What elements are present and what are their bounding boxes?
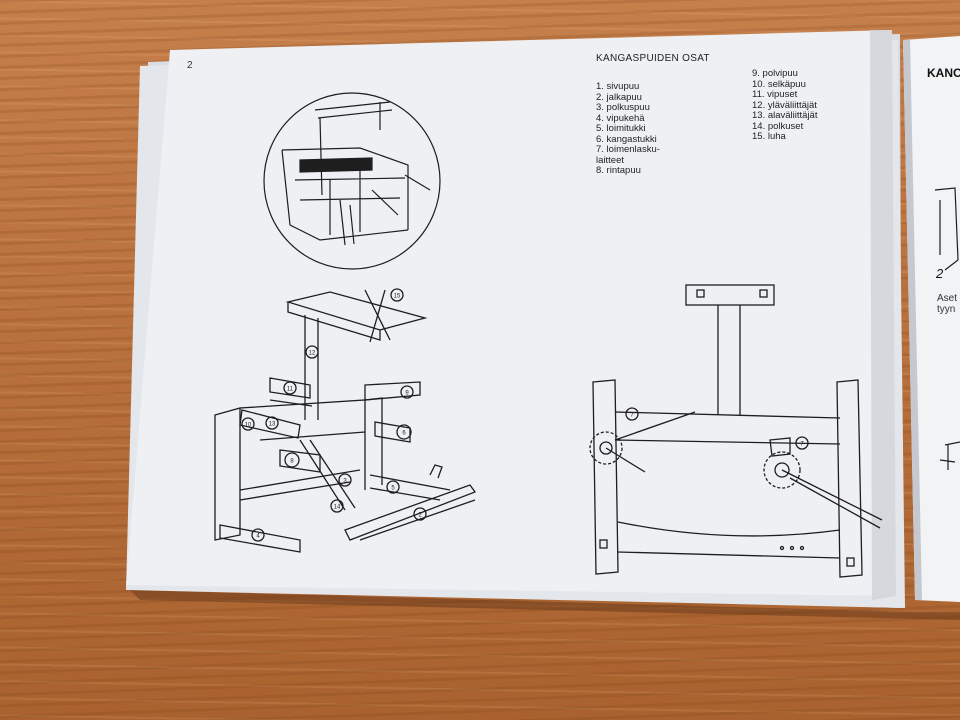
- parts-list-item: 12. yläväliittäjät: [752, 99, 817, 111]
- parts-list-title: KANGASPUIDEN OSAT: [596, 53, 710, 64]
- next-page-text-line: tyyn: [937, 304, 956, 315]
- next-page-figure-label: 2: [936, 266, 944, 281]
- part-callout-number: 10: [245, 423, 252, 429]
- part-callout-number: 7: [630, 413, 634, 419]
- parts-list-item: 6. kangastukki: [596, 133, 657, 145]
- next-page-drawing-fragments: [934, 187, 960, 470]
- next-page-heading: KANC: [927, 66, 960, 80]
- parts-list-item: laitteet: [596, 154, 624, 166]
- loom-inset-circle: [263, 92, 441, 270]
- parts-list-item: 5. loimitukki: [596, 123, 646, 134]
- parts-list-left: 1. sivupuu 2. jalkapuu 3. polkuspuu 4. v…: [596, 81, 691, 177]
- parts-list-item: 3. polkuspuu: [596, 102, 650, 113]
- part-callout-number: 14: [334, 505, 341, 511]
- parts-list-right: 9. polvipuu 10. selkäpuu 11. vipuset 12.…: [752, 68, 852, 143]
- part-callout-number: 6: [402, 431, 406, 437]
- parts-list-item: 15. luha: [752, 131, 786, 142]
- parts-list-item: 8. rintapuu: [596, 165, 641, 176]
- part-callout-number: 3: [343, 479, 347, 485]
- parts-list-item: 9. polvipuu: [752, 68, 798, 79]
- part-callout-number: 8: [290, 459, 294, 465]
- next-page-text-line: Aset: [937, 293, 958, 304]
- parts-list-item: 7. loimenlasku-: [596, 144, 660, 155]
- part-callout-number: 12: [309, 351, 316, 357]
- side-view-diagram: [589, 284, 883, 578]
- part-callout-number: 15: [394, 294, 401, 300]
- parts-list-item: 1. sivupuu: [596, 81, 640, 92]
- part-callout-number: 2: [418, 513, 422, 519]
- part-callout-number: 9: [405, 391, 409, 397]
- parts-list-item: 11. vipuset: [752, 89, 798, 100]
- part-callout-number: 11: [287, 387, 294, 393]
- part-callout-number: 5: [391, 486, 395, 492]
- part-callout-number: 7: [800, 442, 804, 448]
- part-callout-number: 4: [256, 534, 260, 540]
- parts-list-item: 10. selkäpuu: [752, 78, 806, 90]
- next-page-text-fragment: Aset tyyn: [937, 293, 957, 315]
- parts-list-item: 13. alaväliittäjät: [752, 110, 818, 121]
- parts-list-item: 2. jalkapuu: [596, 91, 642, 103]
- part-callout-number: 13: [269, 422, 276, 428]
- page-number: 2: [187, 60, 193, 71]
- parts-list-item: 4. vipukehä: [596, 112, 645, 124]
- parts-list-item: 14. polkuset: [752, 120, 804, 132]
- exploded-loom-diagram: [214, 288, 477, 553]
